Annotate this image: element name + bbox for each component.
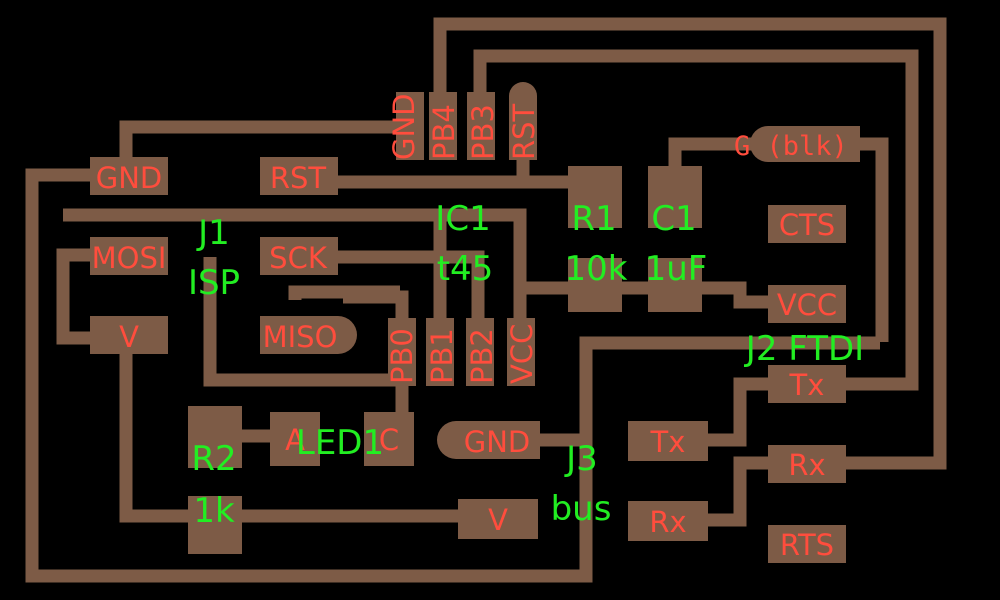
pad-ic1-pb0 — [388, 318, 416, 386]
trace-pb4-to-j2-rx — [433, 17, 947, 470]
label-j2-rts: RTS — [780, 528, 834, 562]
label-c1-value: 1uF — [645, 249, 708, 289]
label-j2-ref: J2 FTDI — [744, 329, 864, 369]
pad-j2-rx — [768, 445, 846, 483]
label-r1-value: 10k — [565, 249, 628, 289]
pad-j3-rx — [628, 501, 708, 541]
label-j1-miso: MISO — [263, 320, 338, 354]
label-led1-c: C — [379, 423, 399, 457]
trace-vcc-rail — [520, 281, 770, 309]
label-j3-tx: Tx — [650, 425, 686, 459]
label-j2-cts: CTS — [779, 208, 835, 242]
label-j1-name: ISP — [188, 263, 240, 303]
pad-j1-sck — [260, 237, 338, 275]
pad-led1-a — [270, 412, 320, 466]
label-ic1-pin-pb2: PB2 — [465, 328, 499, 384]
label-ic1-pin-pb4: PB4 — [427, 104, 461, 160]
pad-j1-rst — [260, 157, 338, 195]
pad-ic1-pb4 — [429, 92, 457, 160]
label-r1-ref: R1 — [571, 199, 616, 239]
pad-r2-top — [188, 406, 242, 468]
label-ic1-pin-pb3: PB3 — [466, 104, 500, 160]
pad-ic1-vcc — [507, 318, 535, 386]
component-labels: J1 ISP IC1 t45 R1 10k C1 1uF R2 1k LED1 … — [188, 199, 864, 531]
label-ic1-pin-gnd: GND — [387, 94, 421, 161]
label-j2-tx: Tx — [789, 368, 825, 402]
pad-j1-gnd — [90, 157, 168, 195]
label-r2-ref: R2 — [191, 439, 236, 479]
label-ic1-pin-vcc: VCC — [505, 324, 539, 384]
trace-pb3-to-j2-tx — [473, 49, 919, 391]
label-led1-ref: LED1 — [296, 423, 384, 463]
label-ic1-ref: IC1 — [435, 199, 490, 239]
pad-r2-bottom — [188, 496, 242, 554]
label-j1-gnd: GND — [96, 161, 163, 195]
trace-sck-isp-stub — [203, 257, 400, 387]
pad-c1-top — [648, 166, 702, 228]
trace-bus-tx-to-j2-tx — [708, 377, 770, 447]
trace-outer-ground-loop — [25, 168, 880, 583]
trace-sck-to-pb2 — [338, 250, 485, 330]
label-c1-ref: C1 — [651, 199, 696, 239]
copper-pads — [90, 82, 860, 563]
pad-j3-v — [458, 499, 538, 539]
pad-j3-gnd — [437, 421, 540, 459]
pad-j2-rts — [768, 525, 846, 563]
label-j2-rx: Rx — [788, 448, 825, 482]
trace-miso-isp-stub — [288, 285, 400, 300]
label-ic1-pin-pb0: PB0 — [385, 328, 419, 384]
label-led1-a: A — [285, 423, 305, 457]
label-j2-vcc: VCC — [777, 288, 837, 322]
label-j3-name: bus — [551, 489, 612, 529]
label-ic1-pin-pb1: PB1 — [425, 328, 459, 384]
pad-j2-vcc — [768, 285, 846, 323]
pad-led1-c — [364, 412, 414, 466]
label-j1-v: V — [119, 320, 139, 354]
label-ic1-part: t45 — [437, 249, 494, 289]
trace-mosi-pb1-loop — [56, 248, 93, 345]
label-j1-ref: J1 — [196, 213, 230, 253]
pad-ic1-gnd — [396, 92, 424, 160]
pad-ic1-pb2 — [466, 318, 494, 386]
pad-j2-tx — [768, 365, 846, 403]
pad-c1-bottom — [648, 258, 702, 312]
label-ic1-pin-rst: RST — [507, 103, 541, 160]
trace-isp-v-to-r2 — [119, 338, 200, 523]
pad-j2-gnd-blk — [750, 126, 860, 162]
pad-r1-top — [568, 166, 622, 228]
label-r2-value: 1k — [193, 491, 235, 531]
label-j2-gnd-blk: G (blk) — [734, 131, 848, 162]
pad-ic1-pb1 — [426, 318, 454, 386]
trace-gnd-blk-down — [860, 137, 889, 342]
pad-j1-miso — [260, 316, 357, 354]
label-j3-rx: Rx — [649, 505, 686, 539]
pad-j2-cts — [768, 205, 846, 243]
label-j1-sck: SCK — [269, 241, 328, 275]
pad-r1-bottom — [568, 258, 622, 312]
label-j1-rst: RST — [270, 161, 327, 195]
trace-bus-rx-to-j2-rx — [708, 456, 770, 527]
pad-j1-v — [90, 316, 168, 354]
pad-labels: GND RST MOSI SCK V MISO GND PB4 PB3 RST … — [92, 94, 848, 563]
pad-j3-tx — [628, 421, 708, 461]
label-j3-v: V — [488, 503, 508, 537]
label-j3-gnd: GND — [464, 425, 531, 459]
label-j3-ref: J3 — [564, 439, 598, 479]
copper-traces — [25, 17, 947, 583]
pad-ic1-pb3 — [467, 92, 495, 160]
pad-ic1-rst — [509, 82, 537, 160]
label-j1-mosi: MOSI — [92, 241, 167, 275]
pad-j1-mosi — [90, 237, 168, 275]
